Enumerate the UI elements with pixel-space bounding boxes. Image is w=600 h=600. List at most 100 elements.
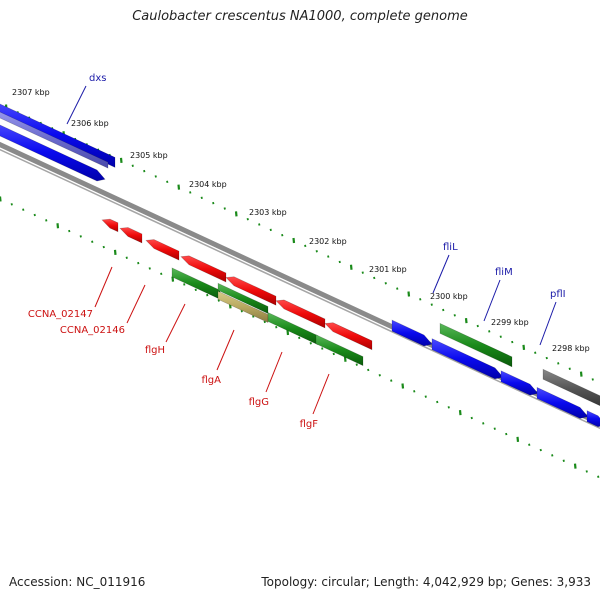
tick-mark [217, 299, 220, 302]
tick-mark [516, 436, 520, 442]
tick-mark [511, 340, 514, 344]
tick-mark [430, 303, 433, 306]
tick-mark [458, 410, 462, 416]
leader-line [216, 329, 235, 371]
accession-label: Accession: NC_011916 [9, 575, 146, 589]
tick-mark [212, 201, 215, 205]
tick-mark [413, 390, 416, 393]
tick-mark [407, 291, 411, 297]
genome-summary: Topology: circular; Length: 4,042,929 bp… [261, 575, 591, 589]
gene-label-flil: fliL [443, 242, 458, 253]
cds-forward [391, 319, 433, 347]
tick-mark [476, 324, 479, 328]
cds-reverse [119, 227, 143, 244]
tick-mark [131, 164, 134, 167]
tick-mark [585, 470, 588, 473]
tick-mark [545, 356, 548, 360]
tick-mark [557, 362, 560, 365]
cds-dxs-shadow [0, 111, 109, 169]
cds-other [542, 368, 600, 407]
tick-mark [258, 223, 261, 226]
tick-row-inner [0, 196, 600, 478]
tick-mark [349, 264, 353, 270]
tick-mark [125, 256, 128, 259]
tick-mark [390, 379, 393, 382]
cds-forward [536, 386, 589, 419]
tick-mark [562, 459, 565, 462]
kbp-tick-label: 2298 kbp [552, 344, 590, 353]
tick-mark [113, 249, 117, 256]
gene-label-flga: flgA [202, 375, 222, 386]
tick-mark [539, 448, 542, 452]
tick-mark [171, 276, 175, 282]
tick-mark [419, 298, 422, 301]
tick-mark [528, 443, 531, 446]
rna-operon [315, 334, 364, 367]
tick-mark [22, 208, 25, 211]
tick-mark [534, 351, 537, 354]
tick-mark [401, 383, 405, 389]
kbp-tick-label: 2304 kbp [189, 180, 227, 189]
leader-line [126, 284, 146, 324]
tick-mark [223, 207, 226, 210]
tick-mark [482, 422, 485, 425]
tick-mark [361, 271, 364, 274]
kbp-tick-label: 2307 kbp [12, 88, 50, 97]
tick-mark [464, 318, 468, 324]
tick-mark [234, 211, 238, 217]
cds-forward [431, 338, 504, 380]
tick-mark [275, 325, 278, 329]
cds-forward [500, 370, 539, 396]
tick-mark [183, 283, 186, 286]
gene-label-dxs: dxs [89, 73, 106, 84]
gene-labels: dxsfliLfliMpflICCNA_02147CCNA_02146flgHf… [28, 73, 566, 430]
leader-line [539, 301, 557, 346]
tick-mark [0, 196, 2, 202]
tick-mark [45, 219, 48, 222]
tick-mark [252, 315, 255, 318]
tick-mark [470, 416, 473, 420]
gene-label-ccna_02147: CCNA_02147 [28, 309, 93, 320]
tick-mark [551, 454, 554, 457]
gene-label-flgg: flgG [249, 397, 269, 408]
gene-label-ccna_02146: CCNA_02146 [60, 325, 125, 336]
tick-mark [378, 374, 381, 377]
gene-label-pfli: pflI [550, 289, 566, 300]
tick-mark [102, 245, 105, 249]
kbp-tick-label: 2303 kbp [249, 208, 287, 217]
tick-mark [355, 363, 358, 366]
tick-mark [154, 175, 157, 178]
leader-line [265, 351, 283, 393]
tick-mark [488, 330, 491, 333]
tick-row-outer [4, 104, 594, 381]
tick-mark [263, 320, 266, 324]
tick-mark [309, 342, 312, 345]
tick-mark [579, 371, 583, 377]
rna-operon-alt [217, 290, 269, 323]
tick-mark [269, 228, 272, 232]
rna-operon [217, 282, 269, 314]
leader-line [94, 266, 113, 308]
tick-mark [338, 260, 341, 264]
tick-mark [447, 406, 450, 409]
tick-mark [68, 229, 71, 233]
tick-mark [246, 217, 249, 221]
cds-forward [586, 410, 600, 428]
tick-mark [505, 432, 508, 436]
leader-line [312, 373, 330, 415]
tick-mark [384, 282, 387, 285]
tick-mark [424, 395, 427, 398]
tick-mark [493, 427, 496, 430]
cds-forward [0, 124, 106, 182]
tick-mark [436, 400, 439, 404]
tick-mark [200, 196, 203, 200]
tick-mark [194, 288, 197, 292]
tick-mark [79, 235, 82, 238]
tick-mark [91, 240, 94, 243]
tick-mark [143, 169, 146, 173]
tick-mark [499, 335, 502, 338]
gene-label-flgh: flgH [145, 345, 165, 356]
tick-mark [573, 463, 577, 469]
tick-mark [298, 336, 301, 340]
